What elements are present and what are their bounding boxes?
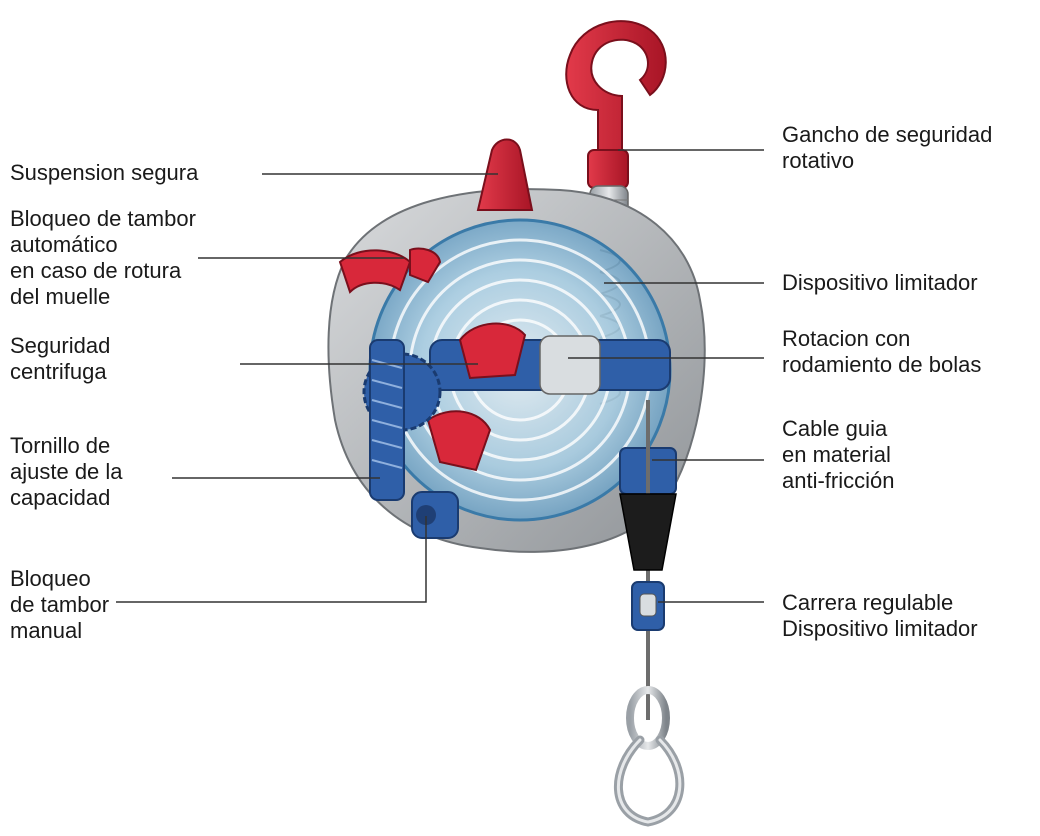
label-bloqueo-tambor-automatico: Bloqueo de tambor automático en caso de … bbox=[10, 206, 196, 310]
label-gancho-seguridad: Gancho de seguridad rotativo bbox=[782, 122, 992, 174]
device-illustration bbox=[328, 21, 704, 822]
label-carrera-regulable: Carrera regulable Dispositivo limitador bbox=[782, 590, 978, 642]
label-seguridad-centrifuga: Seguridad centrifuga bbox=[10, 333, 110, 385]
label-tornillo-ajuste: Tornillo de ajuste de la capacidad bbox=[10, 433, 123, 511]
label-cable-guia: Cable guia en material anti-fricción bbox=[782, 416, 894, 494]
label-suspension-segura: Suspension segura bbox=[10, 160, 198, 186]
label-rotacion-rodamiento: Rotacion con rodamiento de bolas bbox=[782, 326, 981, 378]
buffer bbox=[620, 494, 676, 570]
label-dispositivo-limitador: Dispositivo limitador bbox=[782, 270, 978, 296]
hook-icon bbox=[566, 21, 666, 150]
label-bloqueo-tambor-manual: Bloqueo de tambor manual bbox=[10, 566, 109, 644]
leader-line-bloqueo-manual bbox=[116, 516, 426, 602]
centrifugal-brake bbox=[460, 324, 525, 378]
